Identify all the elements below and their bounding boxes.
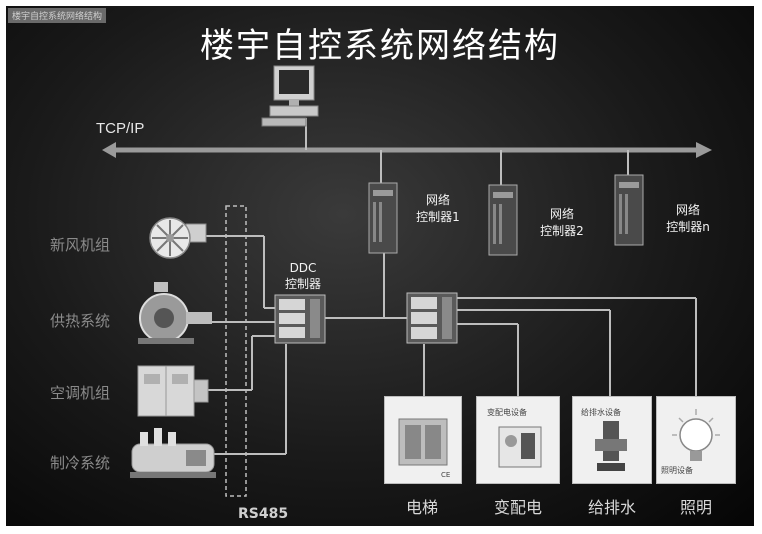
ddc-controller-label: DDC 控制器 bbox=[284, 261, 321, 291]
connection-lines bbox=[102, 118, 712, 497]
water-supply-panel: 给排水设备 bbox=[572, 396, 652, 484]
tcpip-label: TCP/IP bbox=[96, 120, 145, 137]
subsystem-label-lighting: 照明 bbox=[679, 498, 712, 517]
ddc-controller-1-icon bbox=[274, 294, 326, 344]
light-bulb-icon bbox=[672, 409, 720, 461]
ddc-controller-2-icon bbox=[406, 292, 458, 344]
water-supply-panel-caption: 给排水设备 bbox=[581, 408, 621, 417]
elevator-panel-caption: CE bbox=[441, 471, 451, 479]
network-controller-1-label: 网络 控制器1 bbox=[416, 193, 460, 224]
lighting-panel: 照明设备 bbox=[656, 396, 736, 484]
chiller-icon bbox=[130, 428, 216, 478]
diagram-canvas: 楼宇自控系统网络结构 楼宇自控系统网络结构 bbox=[6, 6, 754, 526]
network-controller-n-icon bbox=[614, 174, 644, 246]
network-controller-2-icon bbox=[488, 184, 518, 256]
device-label-fresh-air: 新风机组 bbox=[50, 236, 111, 254]
elevator-icon bbox=[398, 418, 448, 466]
diagram-title: 楼宇自控系统网络结构 bbox=[200, 26, 560, 66]
pump-icon bbox=[138, 282, 212, 344]
screen-tag: 楼宇自控系统网络结构 bbox=[8, 8, 107, 23]
rs485-label: RS485 bbox=[238, 506, 289, 522]
power-distribution-panel: 变配电设备 bbox=[476, 396, 560, 484]
power-distribution-panel-caption: 变配电设备 bbox=[487, 408, 527, 417]
device-label-ahu: 空调机组 bbox=[50, 384, 111, 402]
network-controller-1-icon bbox=[368, 182, 398, 254]
network-controller-2-label: 网络 控制器2 bbox=[540, 207, 584, 238]
subsystem-label-water: 给排水 bbox=[587, 498, 636, 517]
ahu-icon bbox=[137, 365, 209, 417]
rs485-bus bbox=[225, 205, 247, 497]
network-controller-n-label: 网络 控制器n bbox=[666, 203, 710, 234]
elevator-panel: CE bbox=[384, 396, 462, 484]
power-distribution-icon bbox=[498, 426, 542, 468]
device-label-chiller: 制冷系统 bbox=[50, 454, 111, 472]
fan-icon bbox=[149, 217, 207, 259]
subsystem-label-power: 变配电 bbox=[493, 498, 542, 517]
device-label-heating: 供热系统 bbox=[50, 312, 111, 330]
water-pump-icon bbox=[595, 421, 627, 471]
subsystem-label-elevator: 电梯 bbox=[405, 498, 438, 517]
workstation-computer-icon bbox=[261, 65, 319, 127]
lighting-panel-caption: 照明设备 bbox=[661, 466, 693, 475]
tcpip-backbone bbox=[102, 142, 712, 158]
